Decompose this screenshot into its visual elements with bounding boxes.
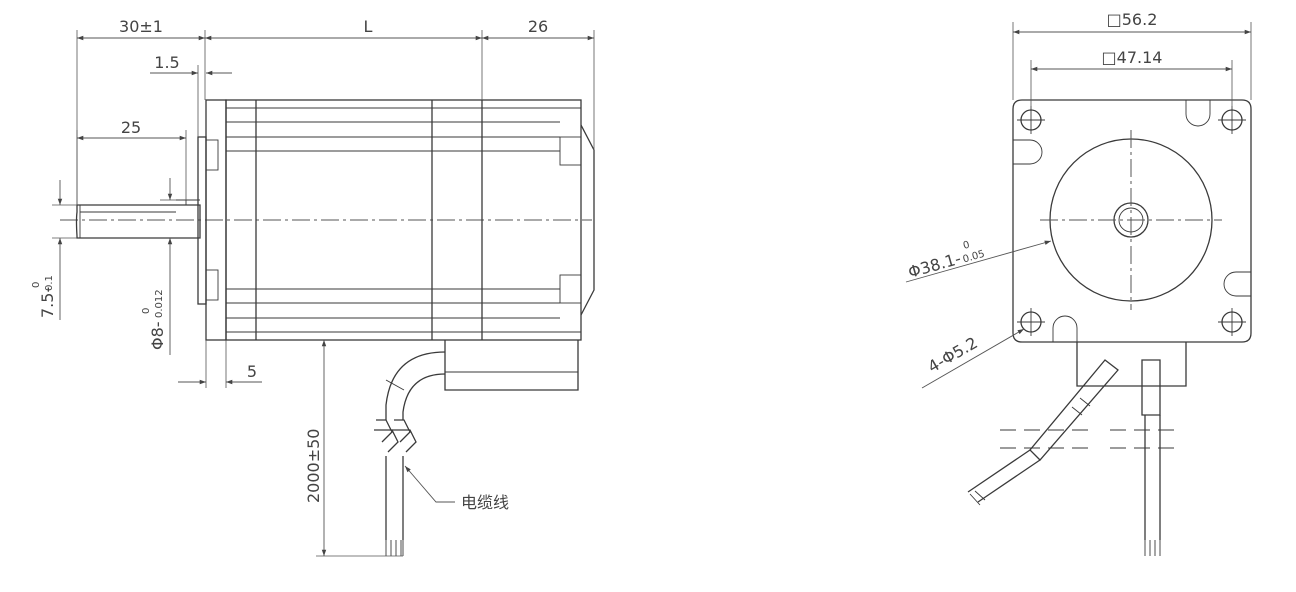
end-connector (1076, 342, 1187, 387)
dim-pilot-base: Φ38.1- (906, 249, 963, 282)
shaft (75, 199, 201, 239)
dim-flat-height: 7.5- 0 0.1 (31, 180, 77, 320)
dim-pilot: Φ38.1- 0 0.05 (906, 240, 1052, 283)
dim-flat-height-base: 7.5- (38, 287, 57, 318)
dim-cable-length: 2000±50 (304, 340, 403, 557)
dim-hole-pitch: □47.14 (1030, 48, 1233, 108)
cable (374, 351, 446, 556)
dim-rear-cap: 26 (482, 17, 595, 150)
dim-shaft-flat-label: 25 (121, 118, 141, 137)
dim-hole-pitch-label: □47.14 (1102, 48, 1163, 67)
dim-shaft-dia-tol-lower: 0.012 (154, 289, 165, 318)
motor-body (225, 99, 595, 341)
dim-outer-square-label: □56.2 (1107, 10, 1158, 29)
dim-body-length: L (204, 17, 483, 100)
mounting-holes (1017, 106, 1246, 336)
dim-flange-label: 5 (247, 362, 257, 381)
end-view: □56.2 □47.14 Φ38.1- 0 0.05 4-Φ5.2 (906, 10, 1252, 556)
dim-shaft-total-label: 30±1 (119, 17, 163, 36)
dim-shaft-dia-base: Φ8- (148, 321, 167, 350)
cable-label: 电缆线 (461, 493, 509, 512)
dim-shoulder: 1.5 (150, 53, 232, 137)
dim-flange: 5 (178, 340, 262, 388)
cable-gland (444, 340, 579, 391)
dim-shaft-flat: 25 (76, 118, 187, 205)
dim-rear-cap-label: 26 (528, 17, 548, 36)
cable-leader: 电缆线 (404, 465, 509, 512)
dim-shoulder-label: 1.5 (154, 53, 179, 72)
dim-shaft-dia: Φ8- 0 0.012 (141, 178, 176, 355)
dim-body-length-label: L (364, 17, 373, 36)
end-flange (1012, 99, 1252, 343)
dim-cable-length-label: 2000±50 (304, 429, 323, 503)
side-view: 30±1 L 26 1.5 25 (31, 17, 595, 557)
dim-holes: 4-Φ5.2 (921, 328, 1025, 389)
dim-outer-square: □56.2 (1012, 10, 1252, 100)
end-cables (967, 359, 1180, 556)
dim-flat-height-tol-lower: 0.1 (44, 275, 55, 291)
dim-shaft-dia-tol-upper: 0 (141, 308, 152, 314)
dim-pilot-tol-upper: 0 (962, 240, 971, 252)
dim-flat-height-tol-upper: 0 (31, 282, 42, 288)
